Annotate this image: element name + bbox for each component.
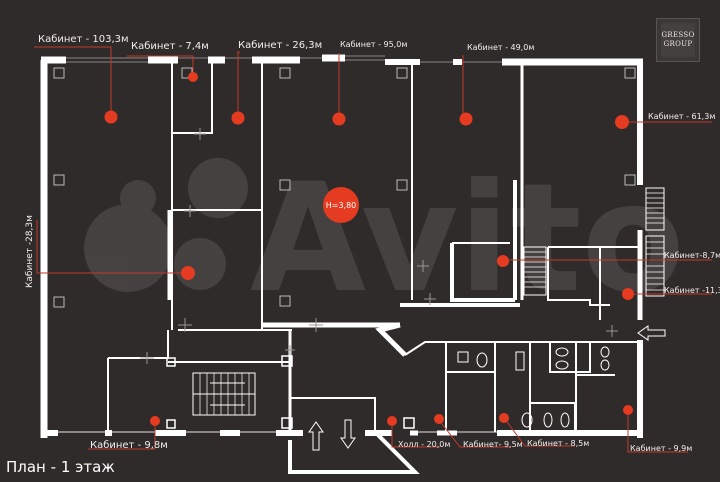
marker-8-5 <box>499 413 509 423</box>
room-label-9-9: Кабинет - 9,9м <box>630 444 693 453</box>
walls <box>40 54 666 474</box>
plan-title: План - 1 этаж <box>6 458 115 476</box>
marker-11-3 <box>622 288 634 300</box>
marker-9-5 <box>434 414 444 424</box>
marker-49 <box>459 112 473 126</box>
marker-95 <box>332 112 346 126</box>
marker-7-4 <box>188 72 198 82</box>
marker-8-7 <box>497 255 509 267</box>
room-label-9-5: Кабинет- 9,5м <box>463 440 523 449</box>
marker-9-9 <box>623 405 633 415</box>
marker-28-3 <box>181 266 195 280</box>
room-label-95: Кабинет - 95,0м <box>340 40 408 49</box>
ceiling-height-badge: H=3,80 <box>323 187 359 223</box>
room-label-26-3: Кабинет - 26,3м <box>238 40 323 51</box>
brand-line-2: GROUP <box>663 40 693 48</box>
avito-watermark: Avito <box>84 152 685 326</box>
marker-26-3 <box>231 111 245 125</box>
room-label-103-3: Кабинет - 103,3м <box>38 34 129 45</box>
room-label-9-8: Кабинет - 9,8м <box>90 440 168 451</box>
room-label-8-5: Кабинет - 8,5м <box>527 439 590 448</box>
room-label-61-3: Кабинет - 61,3м <box>648 112 716 121</box>
marker-103 <box>104 110 118 124</box>
marker-9-8 <box>150 416 160 426</box>
room-label-11-3: Кабинет -11,3м <box>664 286 720 295</box>
room-markers <box>34 46 712 453</box>
brand-logo: GRESSO GROUP <box>656 18 700 62</box>
room-label-hall: Холл - 20,0м <box>398 440 451 449</box>
room-label-49: Кабинет - 49,0м <box>467 43 535 52</box>
marker-hall <box>387 416 397 426</box>
room-label-28-3: Кабинет -28,3м <box>25 215 35 288</box>
marker-61-3 <box>615 115 629 129</box>
svg-text:Avito: Avito <box>250 152 685 326</box>
room-label-8-7: Кабинет-8,7м <box>664 251 720 260</box>
room-label-7-4: Кабинет - 7,4м <box>131 41 209 52</box>
brand-line-1: GRESSO <box>661 31 695 39</box>
